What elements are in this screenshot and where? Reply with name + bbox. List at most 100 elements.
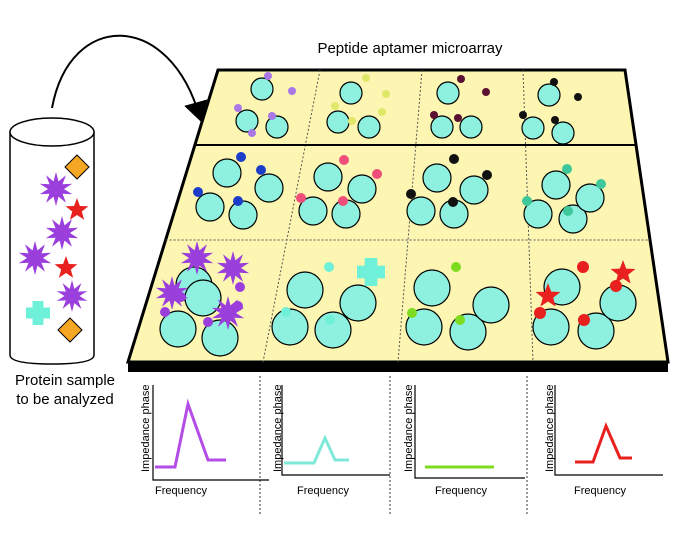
cell — [212, 158, 242, 188]
plot-2-trace — [284, 434, 349, 465]
probe-dot — [563, 206, 573, 216]
plot-4-trace — [575, 421, 632, 464]
probe-dot — [610, 280, 622, 292]
probe-dot — [454, 114, 462, 122]
purple-star-antigen — [39, 172, 73, 206]
probe-dot — [160, 307, 170, 317]
cell — [339, 81, 363, 105]
sample-label-line-1: Protein sample — [14, 372, 116, 389]
probe-dot — [233, 196, 243, 206]
probe-dot — [268, 112, 276, 120]
diagram-title: Peptide aptamer microarray — [317, 40, 503, 57]
orange-diamond-antigen — [64, 154, 90, 180]
probe-dot — [234, 104, 242, 112]
cell — [228, 200, 258, 230]
orange-diamond-antigen — [57, 317, 83, 343]
microarray-base — [128, 362, 668, 372]
microarray-spots — [155, 72, 637, 357]
cell — [314, 311, 352, 349]
cell — [286, 271, 324, 309]
sample-label-line-2: to be analyzed — [16, 391, 114, 408]
probe-dot — [578, 314, 590, 326]
probe-dot — [378, 108, 386, 116]
probe-dot — [577, 261, 589, 273]
cell — [406, 196, 436, 226]
cell — [459, 175, 489, 205]
probe-dot — [596, 179, 606, 189]
probe-dot — [339, 155, 349, 165]
probe-dot — [382, 90, 390, 98]
cell — [575, 183, 605, 213]
probe-dot — [455, 315, 465, 325]
plot-4-xlabel: Frequency — [574, 485, 626, 497]
probe-dot — [562, 164, 572, 174]
probe-dot — [372, 169, 382, 179]
plot-3-ylabel: Impedance phase — [403, 384, 415, 472]
cell — [298, 196, 328, 226]
cell — [254, 173, 284, 203]
probe-dot — [203, 317, 213, 327]
sample-label: Protein sample to be analyzed — [0, 371, 130, 409]
flow-arrow — [51, 34, 208, 122]
probe-dot — [288, 87, 296, 95]
plot-1-ylabel: Impedance phase — [140, 384, 152, 472]
cell — [523, 199, 553, 229]
probe-dot — [430, 111, 438, 119]
probe-dot — [482, 170, 492, 180]
probe-dot — [264, 72, 272, 80]
impedance-plots — [152, 376, 663, 515]
probe-dot — [348, 117, 356, 125]
purple-star-antigen — [216, 251, 250, 285]
probe-dot — [449, 154, 459, 164]
cell — [413, 269, 451, 307]
cell — [339, 284, 377, 322]
probe-dot — [236, 152, 246, 162]
plot-4-axes — [554, 385, 663, 476]
purple-star-antigen — [56, 280, 88, 312]
probe-dot — [248, 129, 256, 137]
red-star-antigen — [54, 256, 78, 278]
plot-3-axes — [414, 385, 525, 479]
red-star-antigen — [610, 260, 636, 284]
red-star-antigen — [535, 283, 561, 307]
teal-cross-antigen — [26, 301, 50, 325]
cell — [459, 115, 483, 139]
purple-star-antigen — [18, 241, 52, 275]
red-star-antigen — [65, 198, 89, 220]
cell — [521, 116, 545, 140]
cell — [326, 110, 350, 134]
probe-dot — [235, 282, 245, 292]
probe-dot — [451, 262, 461, 272]
purple-star-antigen — [180, 241, 214, 275]
probe-dot — [281, 307, 291, 317]
cell — [184, 279, 222, 317]
cell — [551, 121, 575, 145]
probe-dot — [331, 102, 339, 110]
cell — [472, 286, 510, 324]
plot-1-xlabel: Frequency — [155, 485, 207, 497]
probe-dot — [448, 197, 458, 207]
purple-star-antigen — [211, 296, 245, 330]
probe-dot — [406, 189, 416, 199]
probe-dot — [574, 93, 582, 101]
cell — [159, 310, 197, 348]
probe-dot — [296, 193, 306, 203]
cell — [201, 319, 239, 357]
probe-dot — [519, 111, 527, 119]
cell — [405, 308, 443, 346]
probe-dot — [324, 262, 334, 272]
cell — [265, 115, 289, 139]
cell — [347, 174, 377, 204]
probe-dot — [362, 74, 370, 82]
microarray-grid — [165, 69, 651, 363]
probe-dot — [482, 88, 490, 96]
teal-cross-antigen — [357, 258, 385, 286]
grid-vline — [522, 69, 534, 363]
probe-dot — [193, 187, 203, 197]
probe-dot — [534, 307, 546, 319]
probe-dot — [551, 116, 559, 124]
plot-3-xlabel: Frequency — [435, 485, 487, 497]
plot-2-axes — [281, 385, 390, 476]
